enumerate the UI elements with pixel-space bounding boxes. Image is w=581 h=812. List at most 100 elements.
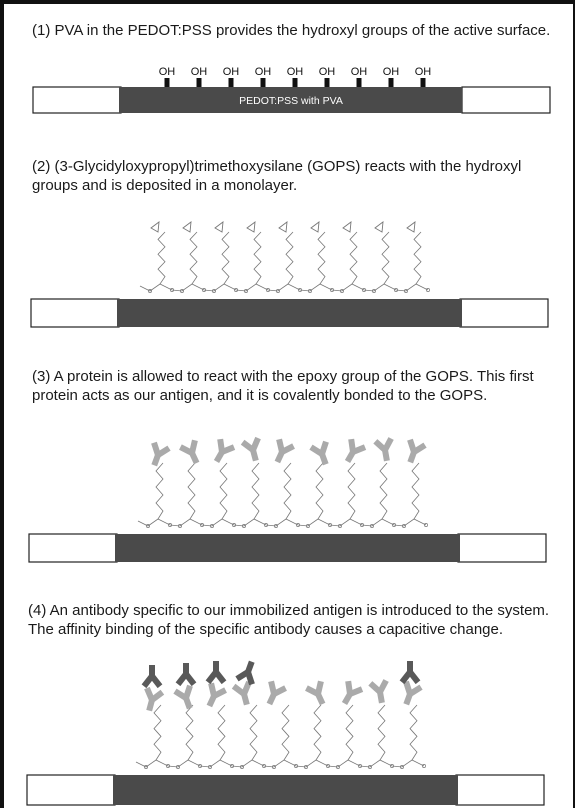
- oxygen-atom: [338, 524, 342, 528]
- oxygen-atom: [274, 524, 278, 528]
- gops-chain: [317, 231, 326, 285]
- gops-chain: [187, 462, 196, 520]
- hydroxyl-bond: [196, 78, 202, 87]
- hydroxyl-bond: [164, 78, 170, 87]
- antigen-proteins: [144, 679, 423, 712]
- gops-chain: [281, 704, 290, 761]
- oxygen-atom: [242, 524, 246, 528]
- oxygen-atom: [372, 289, 376, 293]
- antigen-protein: [274, 438, 295, 464]
- gops-chain: [221, 231, 230, 285]
- oxygen-atom: [304, 765, 308, 769]
- antigen-protein: [206, 682, 227, 708]
- oxygen-atom: [368, 765, 372, 769]
- oxygen-atom: [424, 523, 428, 527]
- step-1-caption: (1) PVA in the PEDOT:PSS provides the hy…: [32, 22, 551, 39]
- step-4-caption: (4) An antibody specific to our immobili…: [28, 602, 550, 638]
- hydroxyl-label: OH: [223, 66, 240, 78]
- oxygen-atom: [404, 289, 408, 293]
- hydroxyl-label: OH: [351, 66, 368, 78]
- gops-chain: [285, 231, 294, 285]
- oxygen-atom: [144, 765, 148, 769]
- oxygen-atom: [148, 289, 152, 293]
- oxygen-atom: [298, 288, 302, 292]
- gops-chain: [313, 704, 322, 761]
- gops-chain: [283, 462, 292, 520]
- oxygen-atom: [264, 523, 268, 527]
- oxygen-atom: [232, 523, 236, 527]
- hydroxyl-label: OH: [415, 66, 432, 78]
- antibody: [205, 661, 227, 685]
- oxygen-atom: [306, 524, 310, 528]
- bound-antibodies: [141, 660, 421, 689]
- oxygen-atom: [326, 764, 330, 768]
- hydroxyl-label: OH: [191, 66, 208, 78]
- hydroxyl-label: OH: [287, 66, 304, 78]
- oxygen-atom: [202, 288, 206, 292]
- left-electrode: [26, 774, 116, 806]
- left-electrode: [30, 298, 120, 328]
- gops-chain: [185, 704, 194, 761]
- oxygen-atom: [328, 523, 332, 527]
- oxygen-atom: [266, 288, 270, 292]
- oxygen-atom: [234, 288, 238, 292]
- oxygen-atom: [422, 764, 426, 768]
- gops-chain: [379, 462, 388, 520]
- antibody: [141, 665, 163, 689]
- gops-chain: [315, 462, 324, 520]
- oxygen-atom: [178, 524, 182, 528]
- antigen-protein: [179, 439, 200, 465]
- epoxide-ring: [310, 221, 320, 233]
- antigen-protein: [344, 438, 367, 464]
- gops-chain: [249, 704, 258, 761]
- oxygen-atom: [198, 764, 202, 768]
- epoxide-ring: [246, 221, 256, 233]
- siloxane-network: [139, 283, 429, 292]
- gops-chain: [345, 704, 354, 761]
- oxygen-atom: [390, 764, 394, 768]
- gops-chain: [381, 231, 390, 285]
- oxygen-atom: [358, 764, 362, 768]
- oxygen-atom: [402, 524, 406, 528]
- oxygen-atom: [362, 288, 366, 292]
- epoxide-ring: [342, 221, 352, 233]
- antibody: [399, 661, 421, 685]
- oxygen-atom: [426, 288, 430, 292]
- oxygen-atom: [230, 764, 234, 768]
- antigen-protein: [305, 680, 326, 706]
- hydroxyl-bond: [356, 78, 362, 87]
- antigen-protein: [403, 680, 423, 706]
- gops-chain: [217, 704, 226, 761]
- pedot-pss-substrate: [117, 299, 462, 327]
- pedot-pss-substrate: [115, 534, 460, 562]
- siloxane-network: [137, 518, 427, 527]
- hydroxyl-label: OH: [383, 66, 400, 78]
- oxygen-atom: [244, 289, 248, 293]
- left-electrode: [32, 86, 122, 114]
- hydroxyl-bond: [420, 78, 426, 87]
- antigen-proteins: [151, 436, 427, 467]
- gops-monolayer: [137, 462, 428, 528]
- oxygen-atom: [176, 765, 180, 769]
- antibody: [175, 663, 197, 687]
- oxygen-atom: [308, 289, 312, 293]
- right-electrode: [455, 774, 545, 806]
- antigen-protein: [173, 684, 193, 710]
- gops-chain: [251, 462, 260, 520]
- epoxide-ring: [278, 221, 288, 233]
- right-electrode: [459, 298, 549, 328]
- oxygen-atom: [170, 288, 174, 292]
- oxygen-atom: [296, 523, 300, 527]
- oxygen-atom: [146, 524, 150, 528]
- hydroxyl-bond: [324, 78, 330, 87]
- epoxide-ring: [374, 221, 384, 233]
- right-electrode: [457, 533, 547, 563]
- antigen-protein: [341, 680, 364, 706]
- antigen-protein: [240, 436, 261, 462]
- oxygen-atom: [394, 288, 398, 292]
- oxygen-atom: [294, 764, 298, 768]
